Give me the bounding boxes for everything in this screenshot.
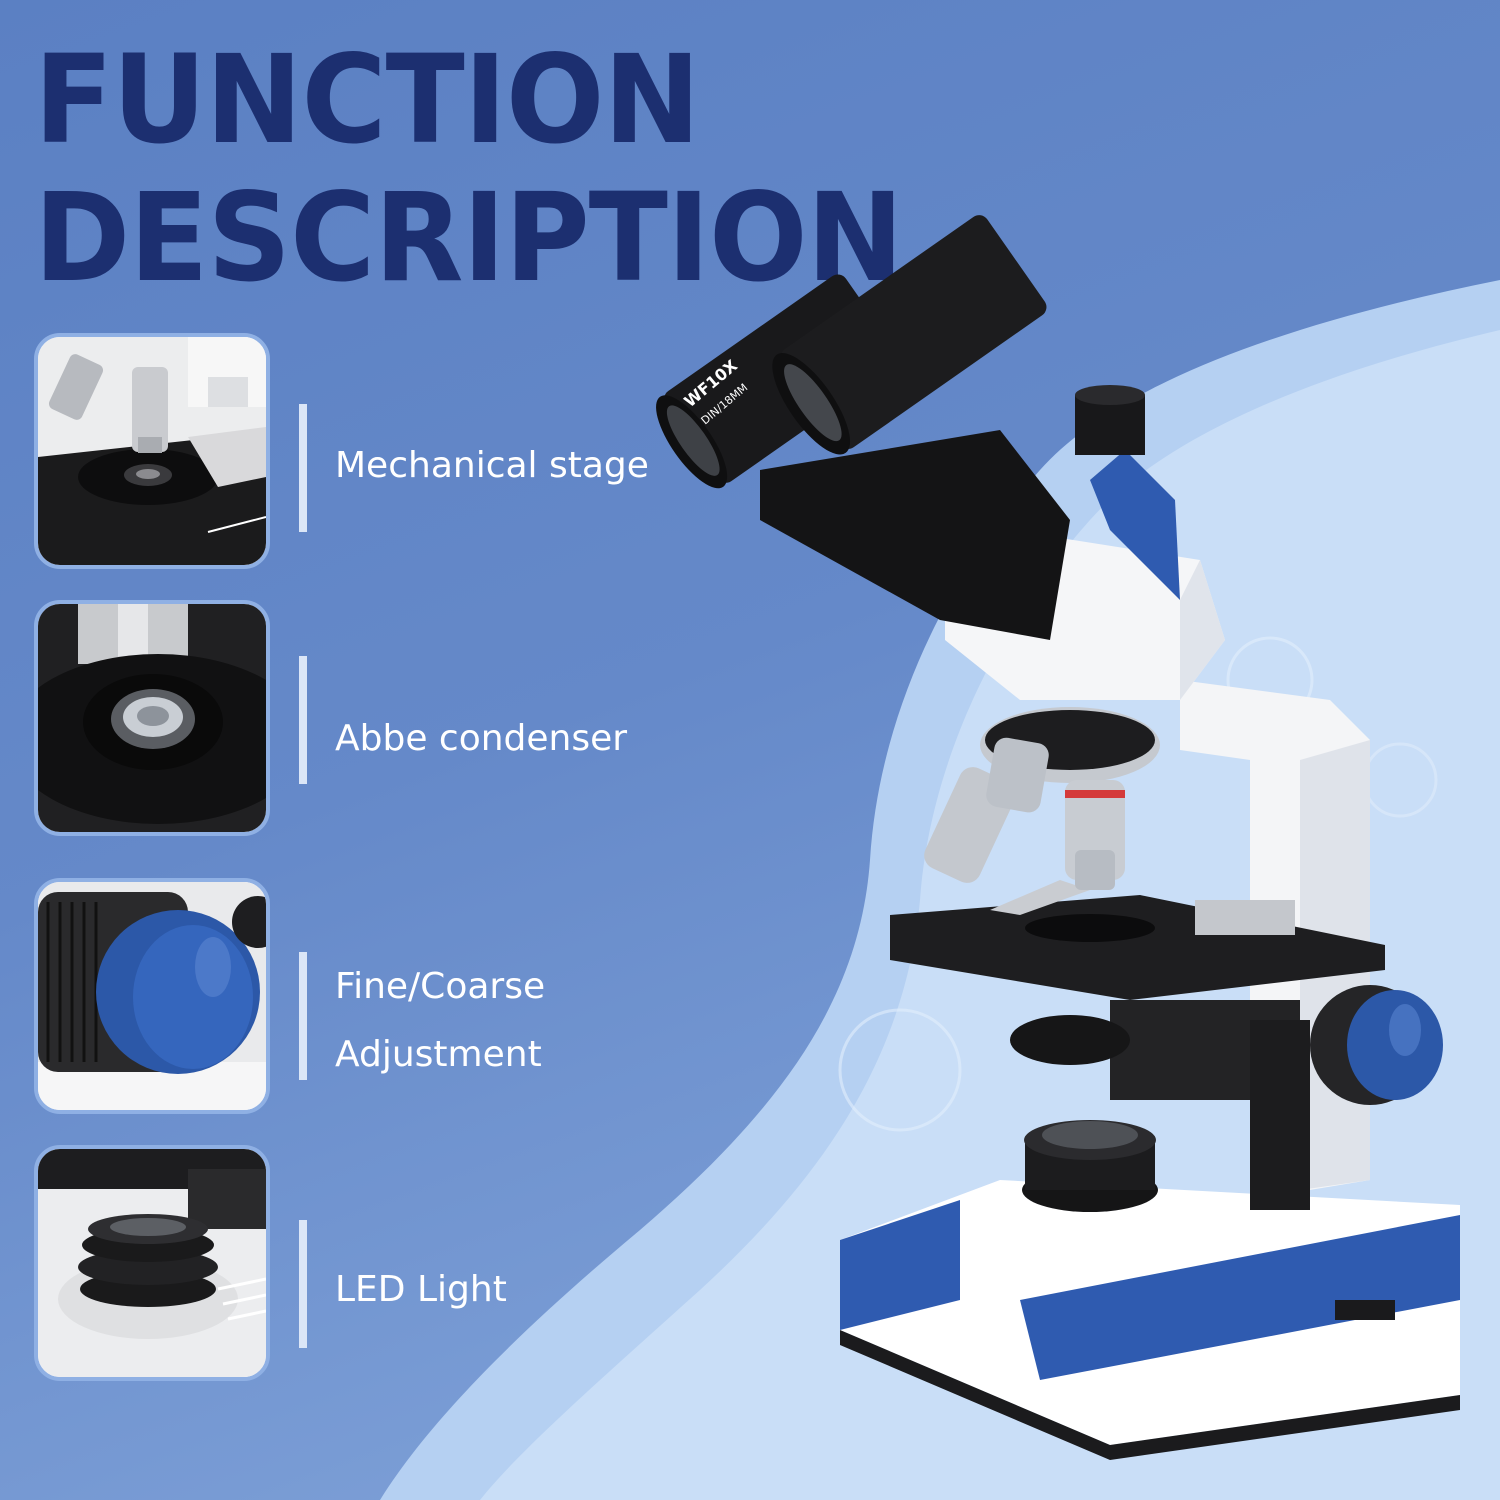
feature-label-abbe-condenser: Abbe condenser — [335, 718, 628, 759]
headline-line-1: FUNCTION — [34, 29, 701, 172]
divider-4 — [299, 1220, 307, 1348]
headline-line-2: DESCRIPTION — [34, 167, 904, 310]
divider-3 — [299, 952, 307, 1080]
brightness-dial-icon — [1335, 1300, 1395, 1320]
abbe-condenser-thumbnail — [34, 600, 270, 836]
focus-knob-thumbnail — [34, 878, 270, 1114]
mechanical-stage-thumbnail — [34, 333, 270, 569]
divider-1 — [299, 404, 307, 532]
feature-label-led-light: LED Light — [335, 1269, 507, 1310]
divider-2 — [299, 656, 307, 784]
feature-label-fine-coarse: Fine/Coarse — [335, 966, 546, 1007]
led-light-thumbnail — [34, 1145, 270, 1381]
feature-label-adjustment: Adjustment — [335, 1034, 542, 1075]
feature-label-mechanical-stage: Mechanical stage — [335, 445, 649, 486]
